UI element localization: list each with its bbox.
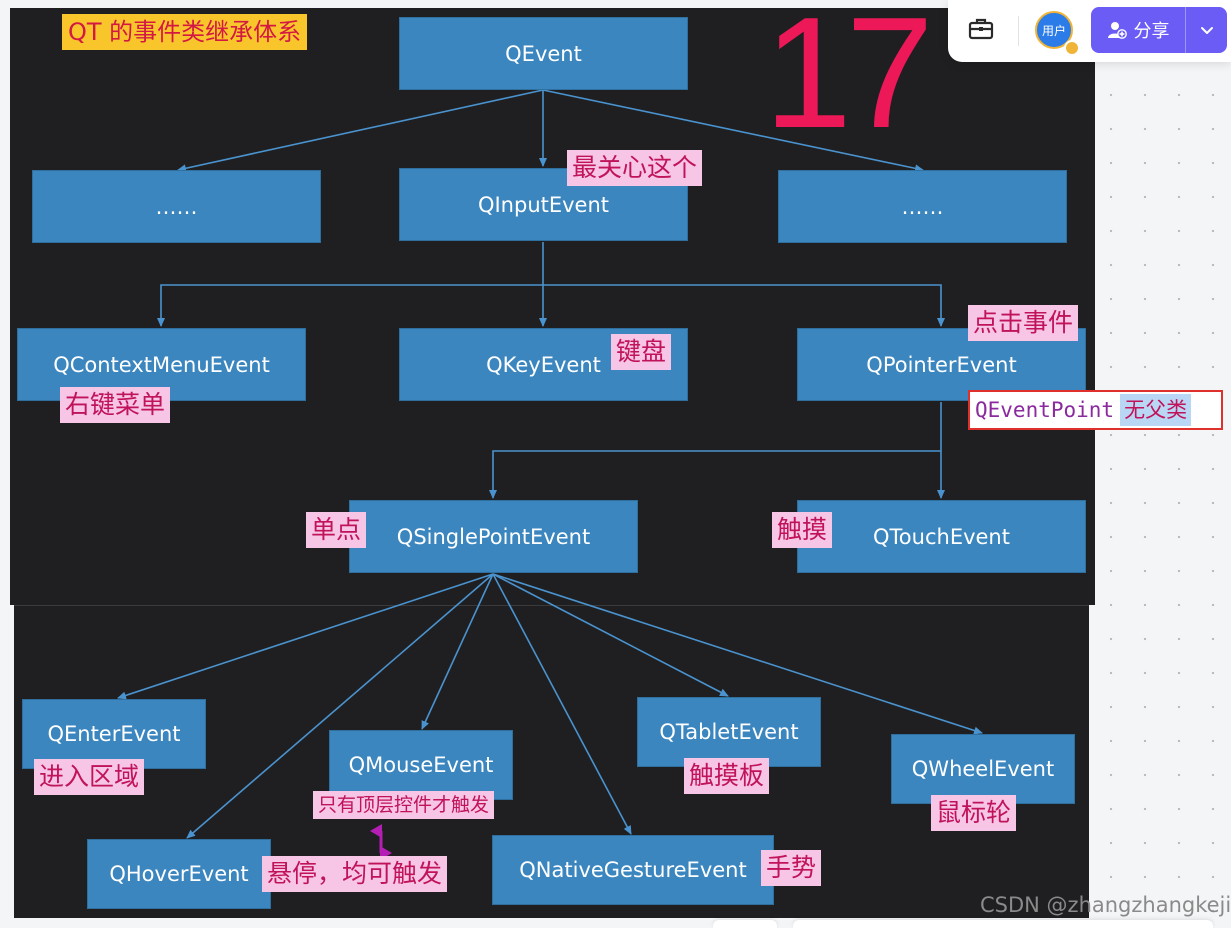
note-enter-area: 进入区域 [34, 759, 145, 795]
toolbox-icon [968, 18, 994, 40]
eventpoint-code: QEventPoint [975, 398, 1115, 422]
diagram-title: QT 的事件类继承体系 [62, 14, 308, 50]
note-tablet: 触摸板 [684, 758, 770, 794]
chevron-down-icon [1200, 27, 1213, 34]
node-qhoverevent: QHoverEvent [87, 839, 271, 909]
add-user-icon [1107, 22, 1127, 39]
node-ellipsis-right: …… [778, 170, 1067, 243]
note-wheel: 鼠标轮 [931, 795, 1017, 831]
toolbar-divider [1018, 16, 1019, 46]
bottom-tab-stub-1 [713, 920, 777, 928]
toolbox-button[interactable] [966, 14, 996, 44]
note-right-click-menu: 右键菜单 [60, 387, 171, 423]
node-qtabletevent: QTabletEvent [637, 697, 821, 767]
node-qevent: QEvent [399, 17, 688, 90]
note-care-most: 最关心这个 [567, 150, 703, 186]
avatar-badge [1064, 40, 1080, 56]
note-single-point: 单点 [306, 512, 367, 548]
slide-number: 17 [764, 0, 934, 161]
share-button[interactable]: 分享 [1091, 7, 1185, 53]
node-qtouchevent: QTouchEvent [797, 500, 1086, 573]
share-divider [1185, 7, 1186, 53]
share-button-group: 分享 [1091, 7, 1227, 53]
node-ellipsis-left: …… [32, 170, 321, 243]
note-top-level-only: 只有顶层控件才触发 [313, 791, 495, 819]
node-qmouseevent: QMouseEvent [329, 730, 513, 800]
node-qenterevent: QEnterEvent [22, 699, 206, 769]
share-label: 分享 [1133, 21, 1170, 42]
node-qsinglepointevent: QSinglePointEvent [349, 500, 638, 573]
share-dropdown-button[interactable] [1186, 7, 1227, 53]
note-touch: 触摸 [772, 512, 833, 548]
top-right-toolbar: 用户 分享 [948, 0, 1231, 62]
note-gesture: 手势 [761, 850, 822, 886]
node-qwheelevent: QWheelEvent [891, 734, 1075, 804]
watermark: CSDN @zhangzhangkeji [980, 893, 1231, 917]
eventpoint-note: 无父类 [1120, 394, 1192, 426]
note-click-event: 点击事件 [968, 305, 1079, 341]
note-keyboard: 键盘 [611, 334, 672, 370]
note-hover-both: 悬停，均可触发 [262, 856, 448, 892]
eventpoint-callout: QEventPoint 无父类 [968, 390, 1223, 430]
bottom-tab-stub-2 [793, 920, 1213, 928]
node-qnativegestureevent: QNativeGestureEvent [492, 835, 774, 905]
